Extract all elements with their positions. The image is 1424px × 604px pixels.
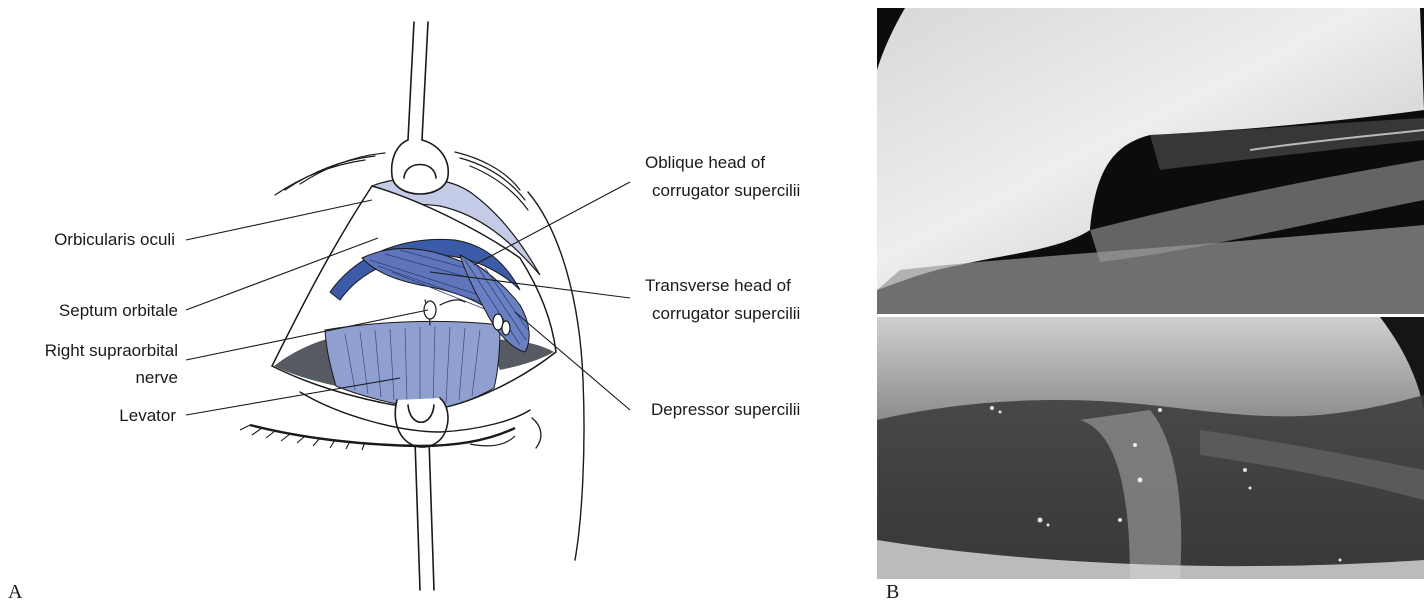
label-supraorbital-nerve-1: Right supraorbital <box>45 341 178 360</box>
upper-retractor <box>392 22 449 194</box>
label-depressor-supercilii: Depressor supercilii <box>651 400 800 419</box>
endoscopic-photo-bottom <box>877 317 1424 579</box>
panel-b-photographs: B <box>877 8 1424 603</box>
label-supraorbital-nerve-2: nerve <box>135 368 178 387</box>
endoscopic-photo-top <box>877 8 1424 314</box>
levator-muscle <box>325 321 500 410</box>
label-transverse-head-1: Transverse head of <box>645 276 791 295</box>
lower-retractor <box>395 398 448 590</box>
panel-letter-b: B <box>886 581 899 603</box>
panel-letter-a: A <box>8 581 23 603</box>
label-levator: Levator <box>119 406 176 425</box>
label-septum-orbitale: Septum orbitale <box>59 301 178 320</box>
label-oblique-head-1: Oblique head of <box>645 153 765 172</box>
panel-a-illustration: Orbicularis oculi Septum orbitale Right … <box>8 22 800 603</box>
label-orbicularis-oculi: Orbicularis oculi <box>54 230 175 249</box>
nose-contour <box>532 418 541 448</box>
label-transverse-head-2: corrugator supercilii <box>652 304 800 323</box>
face-contour <box>528 192 584 560</box>
label-oblique-head-2: corrugator supercilii <box>652 181 800 200</box>
